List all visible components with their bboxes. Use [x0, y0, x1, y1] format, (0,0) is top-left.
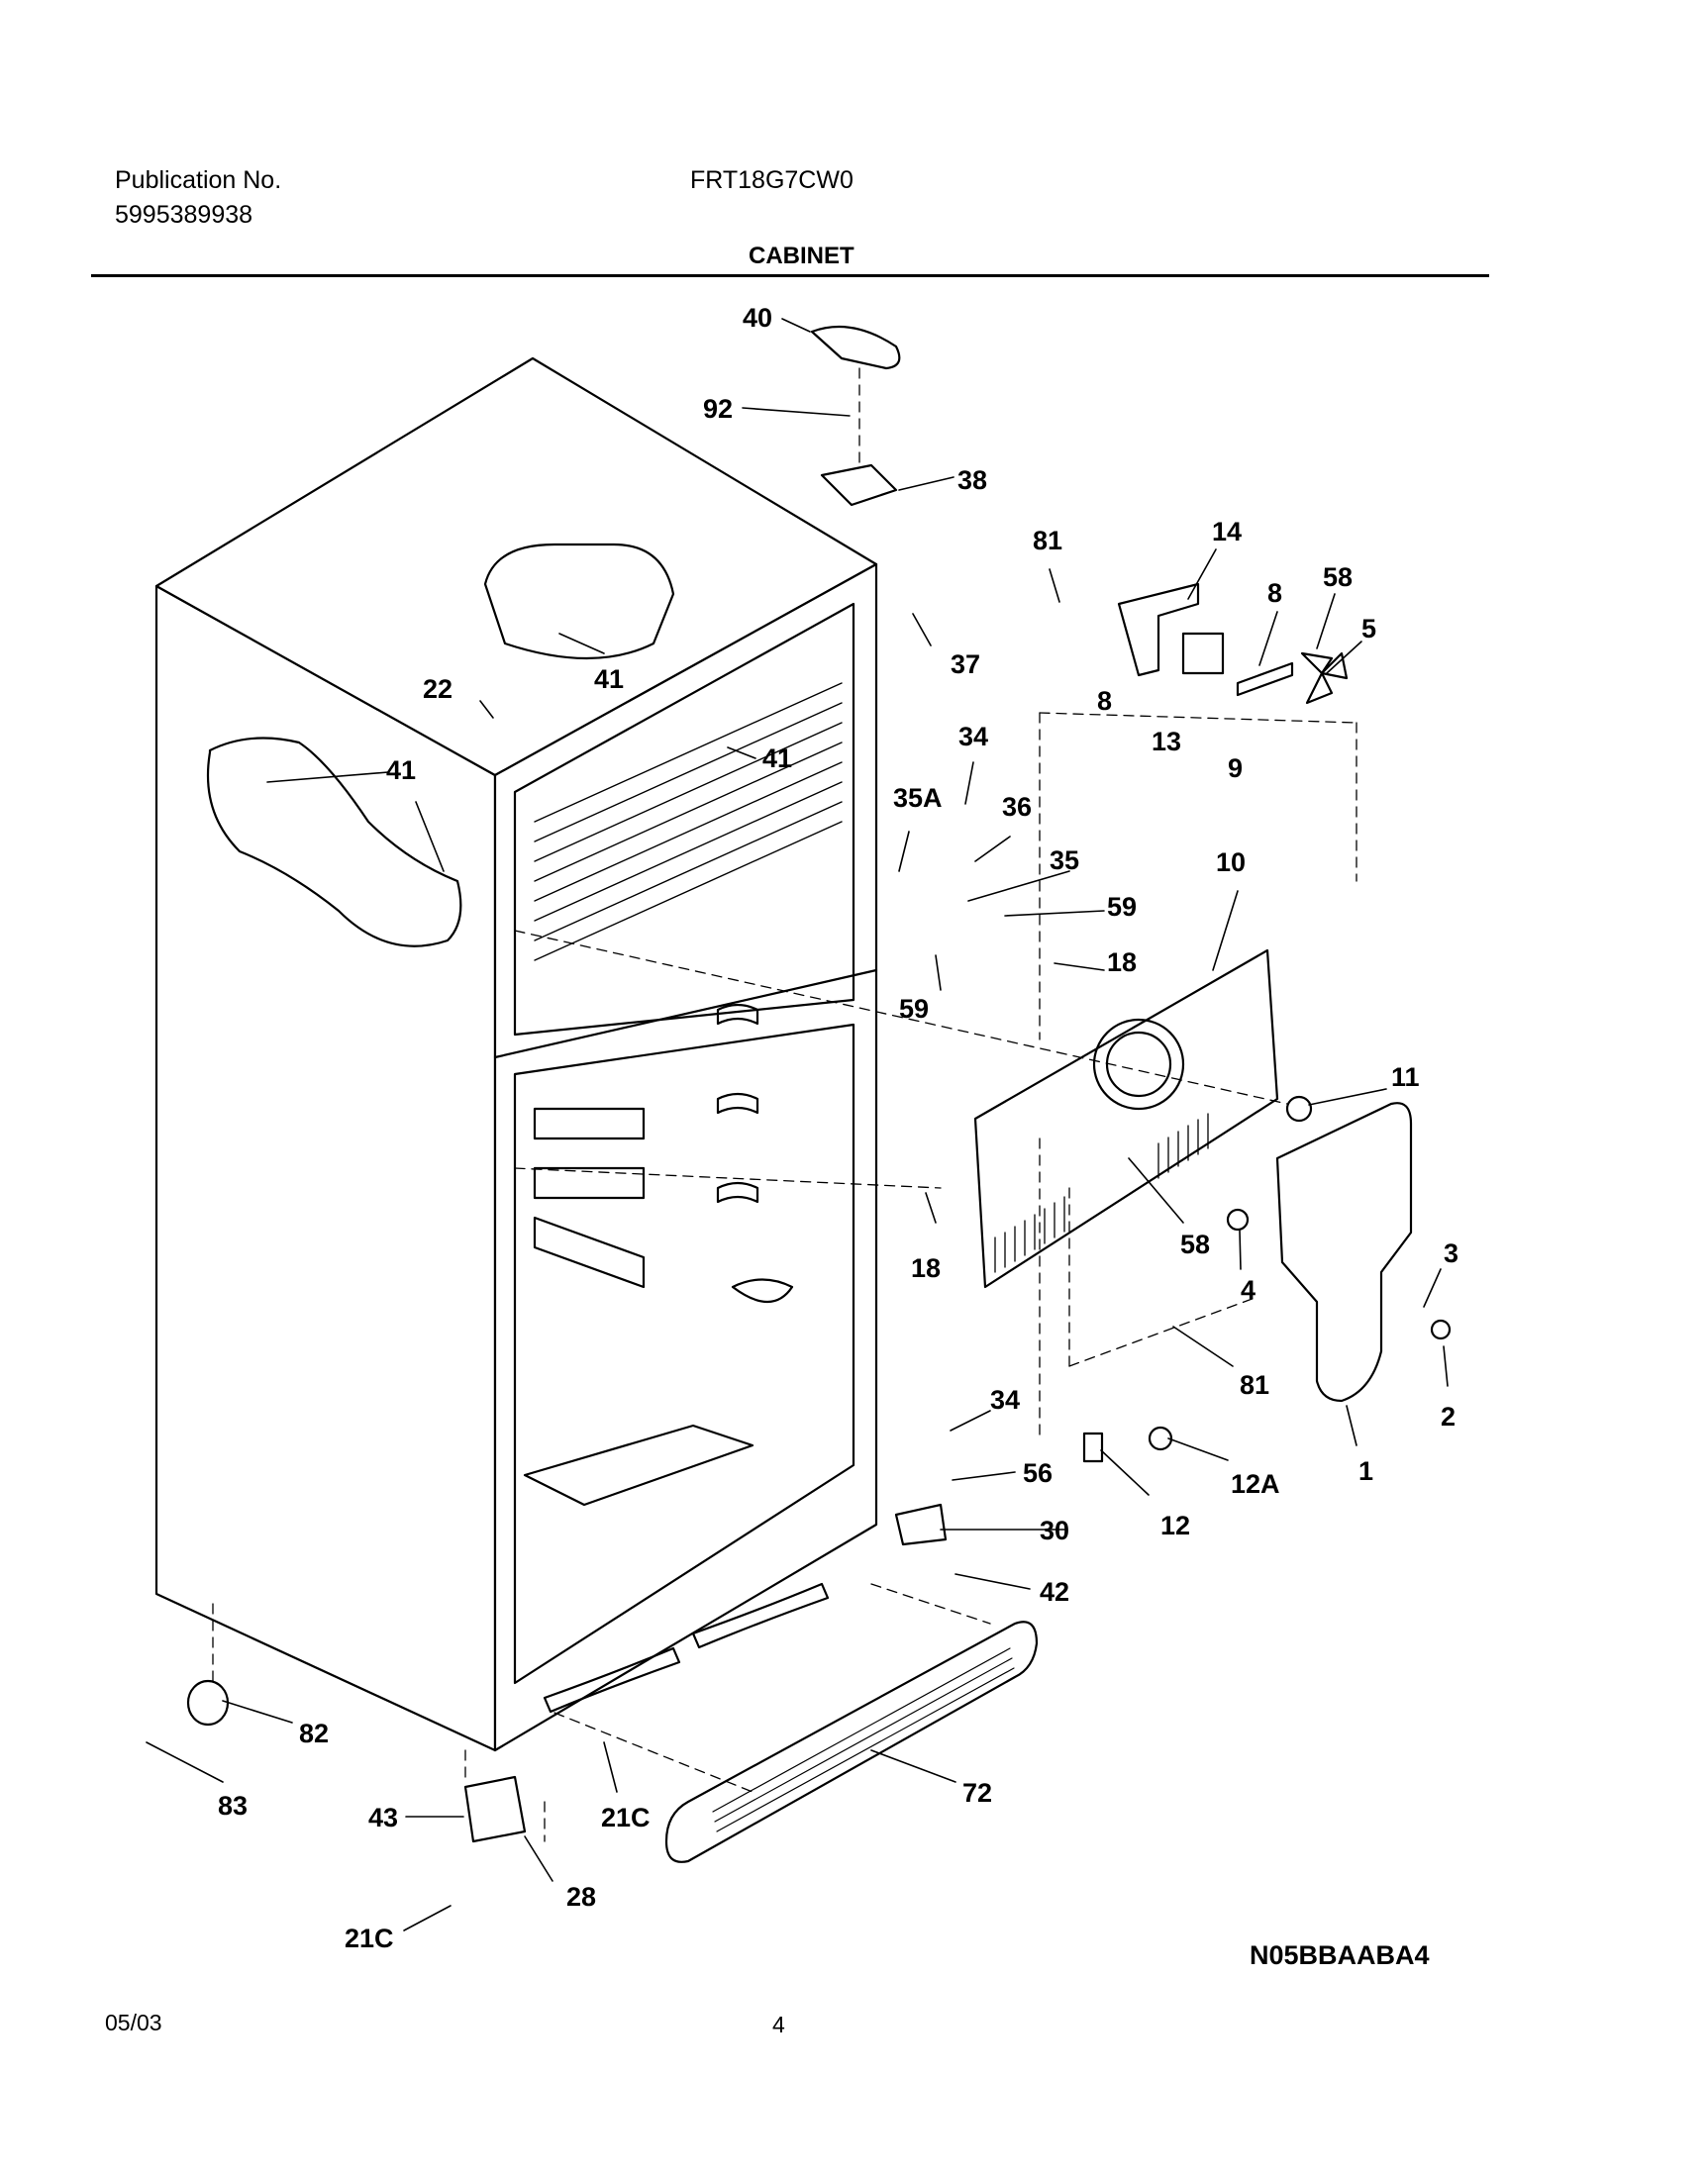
callout-81: 81 — [1033, 526, 1062, 555]
toe-grille — [664, 1621, 1039, 1863]
callout-43: 43 — [368, 1803, 398, 1832]
callout-36: 36 — [1002, 792, 1032, 822]
callout-18: 18 — [1107, 947, 1137, 977]
control-housing — [1275, 1102, 1413, 1403]
callout-41: 41 — [386, 755, 416, 785]
callout-41: 41 — [762, 743, 792, 773]
callout-34: 34 — [990, 1385, 1020, 1415]
fresh-food-liner — [513, 1023, 855, 1685]
callout-8: 8 — [1097, 686, 1112, 716]
callout-83: 83 — [218, 1791, 248, 1821]
callout-18: 18 — [911, 1253, 941, 1283]
callout-22: 22 — [423, 674, 452, 704]
callout-37: 37 — [951, 649, 980, 679]
callout-92: 92 — [703, 394, 733, 424]
callout-8: 8 — [1267, 578, 1282, 608]
diagram-code: N05BBAABA4 — [1250, 1940, 1430, 1970]
callout-12: 12 — [1160, 1511, 1190, 1540]
publication-date: 05/03 — [105, 2010, 162, 2035]
callout-3: 3 — [1444, 1238, 1458, 1268]
section-title: CABINET — [749, 243, 854, 269]
callout-56: 56 — [1023, 1458, 1053, 1488]
callout-12A: 12A — [1231, 1469, 1280, 1499]
publication-number: 5995389938 — [115, 201, 253, 229]
callout-42: 42 — [1040, 1577, 1069, 1607]
callout-59: 59 — [1107, 892, 1137, 922]
callout-13: 13 — [1152, 727, 1181, 756]
cabinet-front-frame — [493, 562, 878, 1752]
callout-35: 35 — [1050, 845, 1079, 875]
cabinet-side-panel — [154, 584, 497, 1752]
model-number: FRT18G7CW0 — [690, 166, 854, 194]
callout-34: 34 — [958, 722, 988, 751]
page-number: 4 — [772, 2012, 785, 2037]
callout-40: 40 — [743, 303, 772, 333]
callout-11: 11 — [1391, 1062, 1420, 1092]
callout-21C: 21C — [601, 1803, 651, 1832]
callout-5: 5 — [1361, 614, 1376, 643]
callout-38: 38 — [957, 465, 987, 495]
callout-82: 82 — [299, 1719, 329, 1748]
freezer-liner — [513, 602, 855, 1037]
freezer-ribs — [534, 682, 843, 961]
callout-9: 9 — [1228, 753, 1243, 783]
callout-41: 41 — [594, 664, 624, 694]
top-cutout-panel — [483, 543, 675, 660]
callout-30: 30 — [1040, 1516, 1069, 1545]
callout-28: 28 — [566, 1882, 596, 1912]
hinge-cover — [810, 325, 901, 370]
header-divider — [91, 274, 1489, 277]
callout-1: 1 — [1358, 1456, 1373, 1486]
callout-35A: 35A — [893, 783, 943, 813]
side-cutout-panel — [206, 737, 462, 947]
callout-2: 2 — [1441, 1402, 1456, 1432]
evaporator-cover — [973, 948, 1279, 1289]
callout-14: 14 — [1212, 517, 1242, 546]
callout-81: 81 — [1240, 1370, 1269, 1400]
callout-58: 58 — [1323, 562, 1353, 592]
callout-59: 59 — [899, 994, 929, 1024]
callout-58: 58 — [1180, 1230, 1210, 1259]
callout-10: 10 — [1216, 847, 1246, 877]
publication-label: Publication No. — [115, 166, 282, 194]
callout-21C: 21C — [345, 1924, 394, 1953]
callout-4: 4 — [1241, 1275, 1256, 1305]
callout-72: 72 — [962, 1778, 992, 1808]
top-hinge — [820, 463, 898, 507]
